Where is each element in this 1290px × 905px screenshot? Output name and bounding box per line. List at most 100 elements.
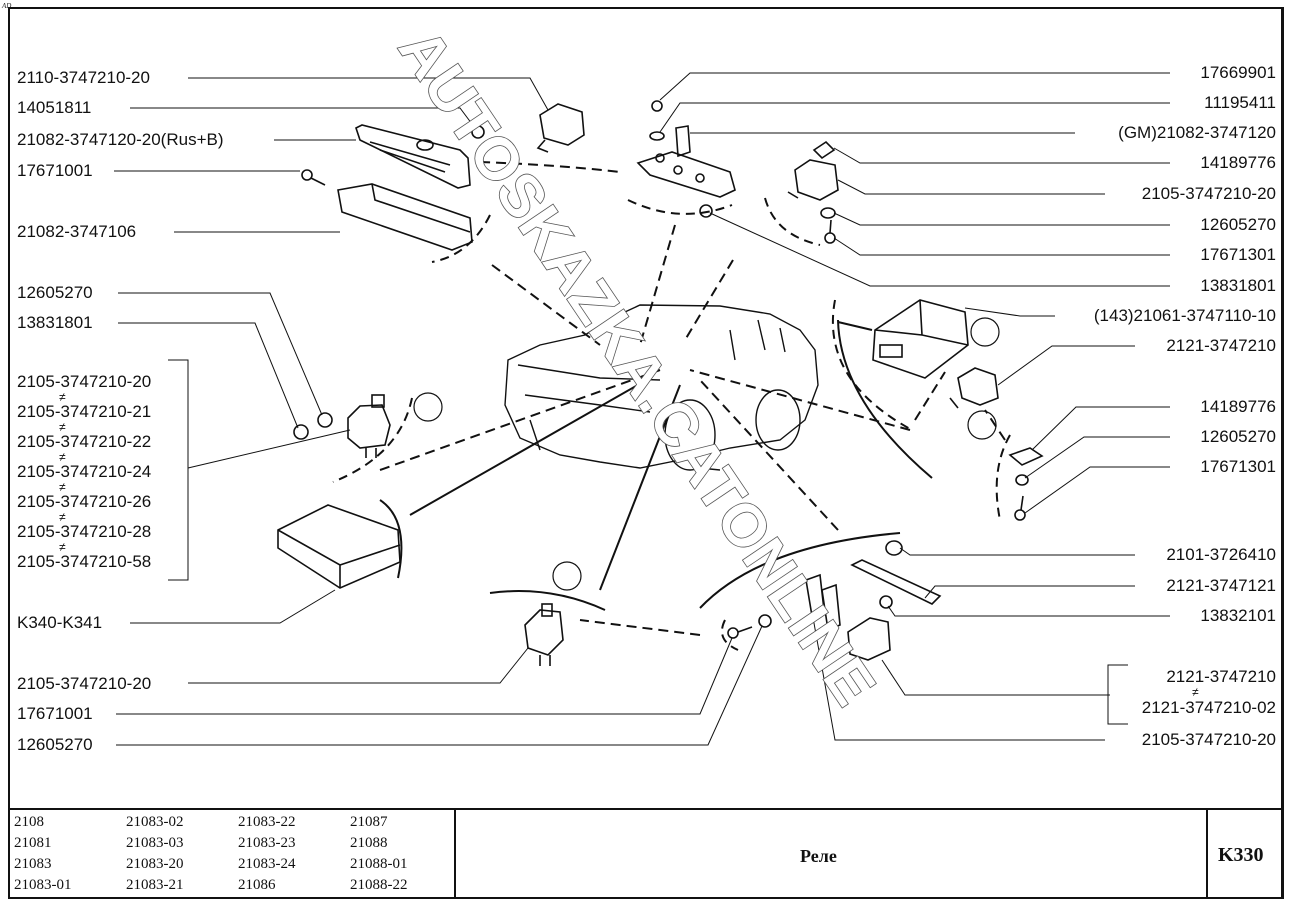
part-label: 2105-3747210-20 — [1141, 730, 1276, 749]
relay-2110-3747210-20 — [536, 103, 585, 153]
model-code: 21083-21 — [126, 877, 184, 893]
corner-mark: AD — [2, 2, 12, 10]
model-code: 21081 — [14, 835, 52, 851]
part-label: 12605270 — [17, 735, 93, 754]
group-item: 2105-3747210-58 — [17, 552, 152, 571]
brake-warning-indicator-icon — [967, 410, 997, 440]
fuse-box-k340-k341 — [277, 504, 401, 589]
clip-14189776-right — [1008, 447, 1044, 466]
model-code: 21083-24 — [238, 856, 296, 872]
part-label: 11195411 — [1204, 93, 1276, 112]
washer-12605270-bottom — [758, 614, 772, 628]
part-label: 14051811 — [17, 98, 92, 117]
group-item: 2105-3747210-24 — [17, 462, 152, 481]
relay-2121-3747210-right — [949, 367, 999, 409]
screw-17671301-right — [1014, 495, 1026, 521]
part-label: 17669901 — [1200, 63, 1276, 82]
location-arcs — [332, 197, 1011, 651]
nut-13831801-left — [293, 424, 309, 440]
part-label: 13831801 — [1200, 276, 1276, 295]
part-label: 2110-3747210-20 — [17, 68, 150, 87]
clip-14189776 — [812, 140, 836, 160]
part-label: (143)21061-3747110-10 — [1093, 306, 1276, 325]
model-code: 21083-20 — [126, 856, 184, 872]
model-code: 21086 — [238, 877, 276, 893]
part-label: 12605270 — [1200, 215, 1276, 234]
model-code: 21083-01 — [14, 877, 72, 893]
diagram-title: Реле — [800, 846, 837, 866]
car-illustration — [504, 304, 819, 471]
group-item: 2121-3747210-02 — [1141, 698, 1276, 717]
not-equal-sign: ≠ — [59, 420, 66, 434]
plate-2121-3747121 — [850, 559, 942, 605]
screw-17671001-bottom — [727, 626, 753, 639]
washer-12605270 — [820, 207, 836, 219]
model-code: 21083 — [14, 856, 52, 872]
location-arcs-solid — [379, 319, 933, 611]
part-label: 17671301 — [1200, 245, 1276, 264]
divider — [1206, 810, 1208, 897]
seatbelt-indicator-icon — [970, 317, 1000, 347]
model-code: 21083-22 — [238, 814, 296, 830]
part-label: 2101-3726410 — [1166, 545, 1276, 564]
group-item: 2105-3747210-21 — [17, 402, 152, 421]
model-code: 21083-02 — [126, 814, 184, 830]
part-label: 17671001 — [17, 704, 93, 723]
part-label: 2105-3747210-20 — [1141, 184, 1276, 203]
part-label: 13831801 — [17, 313, 93, 332]
model-code: 21088-01 — [350, 856, 408, 872]
part-label: 2105-3747210-20 — [17, 674, 152, 693]
part-label: 12605270 — [1200, 427, 1276, 446]
group-item: 2105-3747210-22 — [17, 432, 152, 451]
left-group-bracket — [168, 359, 189, 581]
nut-13831801 — [699, 204, 713, 218]
part-label: 2121-3747121 — [1166, 576, 1276, 595]
solid-pointer-arrows — [409, 321, 873, 591]
model-code: 21087 — [350, 814, 388, 830]
part-label: 17671301 — [1200, 457, 1276, 476]
part-label: 14189776 — [1200, 153, 1276, 172]
group-item: 2105-3747210-28 — [17, 522, 152, 541]
washer-11195411 — [649, 131, 665, 141]
not-equal-sign: ≠ — [59, 390, 66, 404]
model-code: 21083-23 — [238, 835, 296, 851]
relay-2121-3747210-bottom — [805, 573, 891, 661]
part-label: 14189776 — [1200, 397, 1276, 416]
group-item: 2105-3747210-20 — [17, 372, 152, 391]
title-block: 2108 21083-02 21083-22 21087 21081 21083… — [10, 808, 1282, 897]
control-unit-21061-3747110-10 — [872, 299, 969, 379]
relay-2105-3747210-20-bottom — [524, 603, 564, 666]
bushing-2101-3726410 — [885, 540, 903, 556]
model-code: 21083-03 — [126, 835, 184, 851]
part-label: 21082-3747120-20(Rus+B) — [17, 130, 224, 149]
nut-13832101 — [879, 595, 893, 609]
washer-12605270-left — [317, 412, 333, 428]
screw-17669901 — [651, 100, 663, 112]
screw-17671301 — [824, 219, 836, 244]
nut-14051811 — [471, 125, 485, 139]
hazard-indicator-icon — [413, 392, 443, 422]
part-label: 13832101 — [1200, 606, 1276, 625]
group-item: 2105-3747210-26 — [17, 492, 152, 511]
group-item: 2121-3747210 — [1166, 667, 1276, 686]
not-equal-sign: ≠ — [59, 480, 66, 494]
not-equal-sign: ≠ — [59, 510, 66, 524]
model-list: 2108 21083-02 21083-22 21087 21081 21083… — [14, 814, 454, 898]
drawing-frame — [8, 7, 1284, 899]
divider — [454, 810, 456, 897]
part-label: (GM)21082-3747120 — [1118, 123, 1276, 142]
pointer-arrows — [379, 161, 1006, 636]
part-label: 21082-3747106 — [17, 222, 137, 241]
model-code: 2108 — [14, 814, 44, 830]
part-label: 17671001 — [17, 161, 93, 180]
fog-light-indicator-icon — [552, 561, 582, 591]
part-label: 2121-3747210 — [1166, 336, 1276, 355]
screw-17671001 — [301, 169, 326, 186]
model-code: 21088-22 — [350, 877, 408, 893]
relay-2105-3747210-20-top — [787, 159, 839, 201]
right-group-bracket — [1107, 664, 1128, 725]
part-label: 12605270 — [17, 283, 93, 302]
relay-2105-3747210-group — [347, 394, 391, 458]
diagram-code: K330 — [1218, 844, 1264, 866]
